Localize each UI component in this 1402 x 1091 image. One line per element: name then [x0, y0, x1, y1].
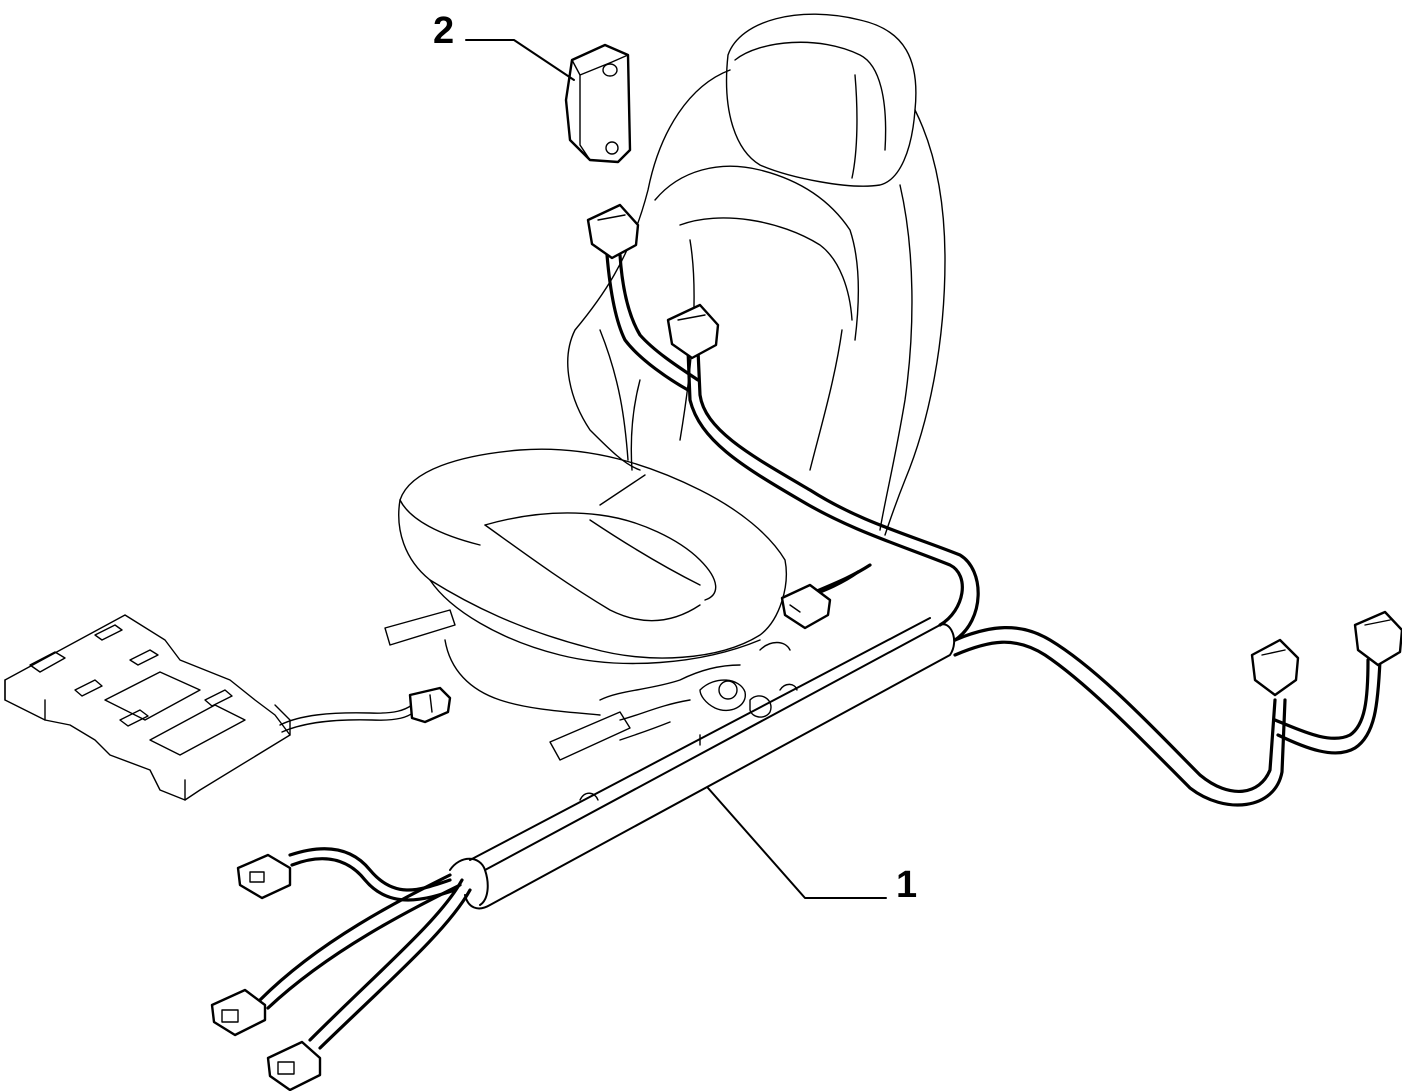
seat-heater-mat: [4, 614, 452, 801]
seat-outline: [384, 13, 946, 761]
callout-leader-2: [465, 39, 575, 81]
wiring-harness: [210, 203, 1402, 1091]
callout-number-2: 2: [433, 10, 455, 52]
callout-leader-1: [707, 787, 887, 899]
callout-number-1: 1: [896, 864, 918, 906]
bracket-part: [564, 43, 632, 164]
